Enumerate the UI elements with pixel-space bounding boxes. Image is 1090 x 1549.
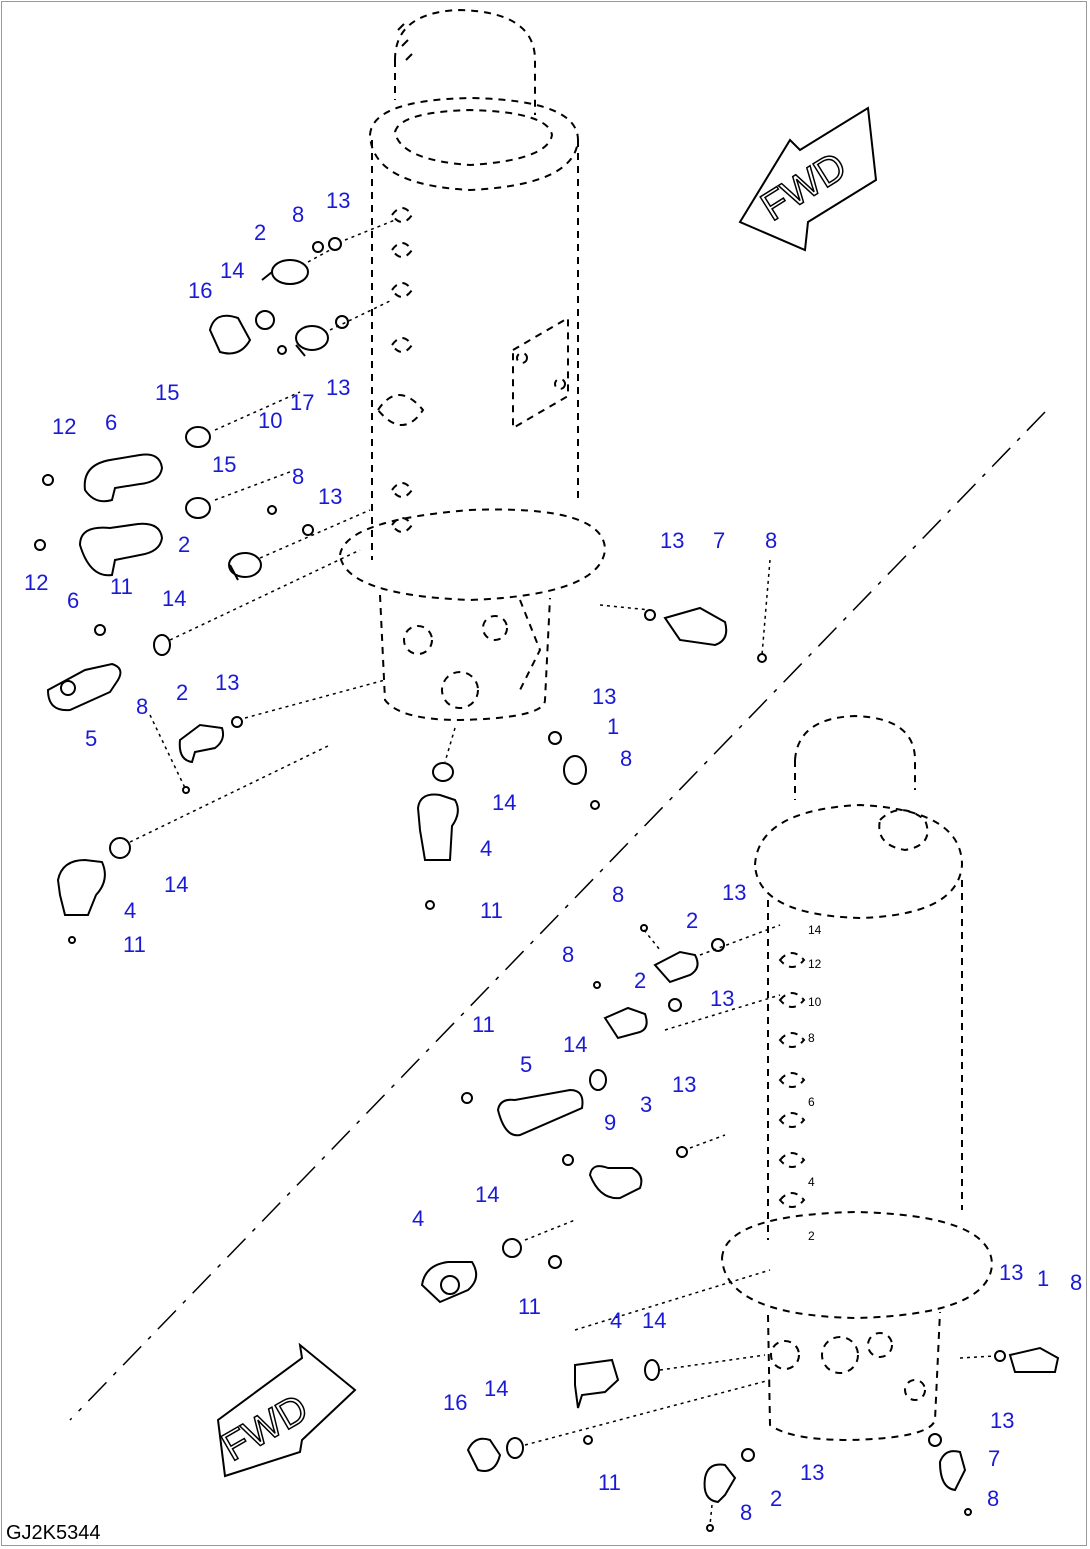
callout-l-13d: 13 [999, 1260, 1023, 1285]
fwd-arrow-upper: FWD [738, 106, 878, 252]
callout-u-7: 7 [713, 528, 725, 553]
callout-l-11b: 11 [518, 1294, 541, 1319]
callout-u-8b: 8 [292, 464, 304, 489]
callout-u-14b: 14 [162, 586, 186, 611]
upper-adapter-2b [228, 552, 262, 581]
callout-u-13d: 13 [215, 670, 239, 695]
callout-l-13e: 13 [990, 1408, 1014, 1433]
port-mark-12: 12 [808, 957, 822, 971]
callout-u-14d: 14 [164, 872, 188, 897]
callout-u-16: 16 [188, 278, 212, 303]
callout-l-14b: 14 [475, 1182, 499, 1207]
callout-l-1: 1 [1037, 1266, 1049, 1291]
callout-l-13b: 13 [710, 986, 734, 1011]
callout-u-8e: 8 [620, 746, 632, 771]
callout-l-13f: 13 [800, 1460, 824, 1485]
fwd-arrow-lower: FWD [214, 1342, 357, 1478]
callout-l-4b: 4 [610, 1308, 622, 1333]
callout-l-8c: 8 [1070, 1270, 1082, 1295]
divider-line [69, 411, 1046, 1421]
callout-u-13e: 13 [660, 528, 684, 553]
callout-u-13c: 13 [318, 484, 342, 509]
callout-u-17: 17 [290, 390, 314, 415]
callout-u-13a: 13 [326, 188, 350, 213]
callout-l-4a: 4 [412, 1206, 424, 1231]
callout-u-11c: 11 [123, 932, 146, 957]
callout-u-4b: 4 [124, 898, 136, 923]
callout-u-11a: 11 [110, 574, 133, 599]
callout-u-8c: 8 [136, 694, 148, 719]
callout-u-2c: 2 [176, 680, 188, 705]
lower-parts [420, 924, 1060, 1532]
callout-l-16: 16 [443, 1390, 467, 1415]
callout-u-15b: 15 [212, 452, 236, 477]
callout-u-13b: 13 [326, 375, 350, 400]
callout-u-1: 1 [607, 714, 619, 739]
callout-u-8d: 8 [765, 528, 777, 553]
callout-u-12b: 12 [24, 570, 48, 595]
callout-l-14c: 14 [642, 1308, 666, 1333]
port-mark-4: 4 [808, 1175, 815, 1189]
callout-u-14a: 14 [220, 258, 244, 283]
callout-l-8e: 8 [987, 1486, 999, 1511]
callout-l-9: 9 [604, 1110, 616, 1135]
callout-u-8a: 8 [292, 202, 304, 227]
callout-u-4a: 4 [480, 836, 492, 861]
callout-l-14a: 14 [563, 1032, 587, 1057]
callout-u-2a: 2 [254, 220, 266, 245]
upper-adapter-17 [295, 325, 329, 357]
fwd-label-upper: FWD [753, 144, 854, 230]
callout-u-2b: 2 [178, 532, 190, 557]
port-mark-8: 8 [808, 1031, 815, 1045]
callout-l-3: 3 [640, 1092, 652, 1117]
fwd-label-lower: FWD [215, 1386, 316, 1470]
callout-l-8b: 8 [562, 942, 574, 967]
callout-l-2c: 2 [770, 1486, 782, 1511]
callout-l-8a: 8 [612, 882, 624, 907]
upper-parts [34, 219, 771, 944]
callout-u-5: 5 [85, 726, 97, 751]
callout-u-11b: 11 [480, 898, 503, 923]
port-mark-6: 6 [808, 1095, 815, 1109]
port-mark-14: 14 [808, 923, 822, 937]
callout-l-5: 5 [520, 1052, 532, 1077]
callout-l-7: 7 [988, 1446, 1000, 1471]
callout-l-8d: 8 [740, 1500, 752, 1525]
lower-swivel-joint: 14 12 10 8 6 4 2 [720, 714, 994, 1442]
callout-l-11c: 11 [598, 1470, 621, 1495]
callout-l-2b: 2 [634, 968, 646, 993]
callout-u-12a: 12 [52, 414, 76, 439]
port-mark-10: 10 [808, 995, 822, 1009]
upper-swivel-joint [338, 8, 607, 722]
callout-u-14c: 14 [492, 790, 516, 815]
callout-u-6b: 6 [67, 588, 79, 613]
upper-adapter-2a [261, 249, 331, 285]
callout-l-2a: 2 [686, 908, 698, 933]
callout-l-13c: 13 [672, 1072, 696, 1097]
callout-u-13f: 13 [592, 684, 616, 709]
callout-u-15a: 15 [155, 380, 179, 405]
callout-l-11a: 11 [472, 1012, 495, 1037]
callout-l-14d: 14 [484, 1376, 508, 1401]
callout-l-13a: 13 [722, 880, 746, 905]
callout-u-10: 10 [258, 408, 282, 433]
port-mark-2: 2 [808, 1229, 815, 1243]
drawing-code: GJ2K5344 [6, 1522, 101, 1544]
callout-u-6a: 6 [105, 410, 117, 435]
